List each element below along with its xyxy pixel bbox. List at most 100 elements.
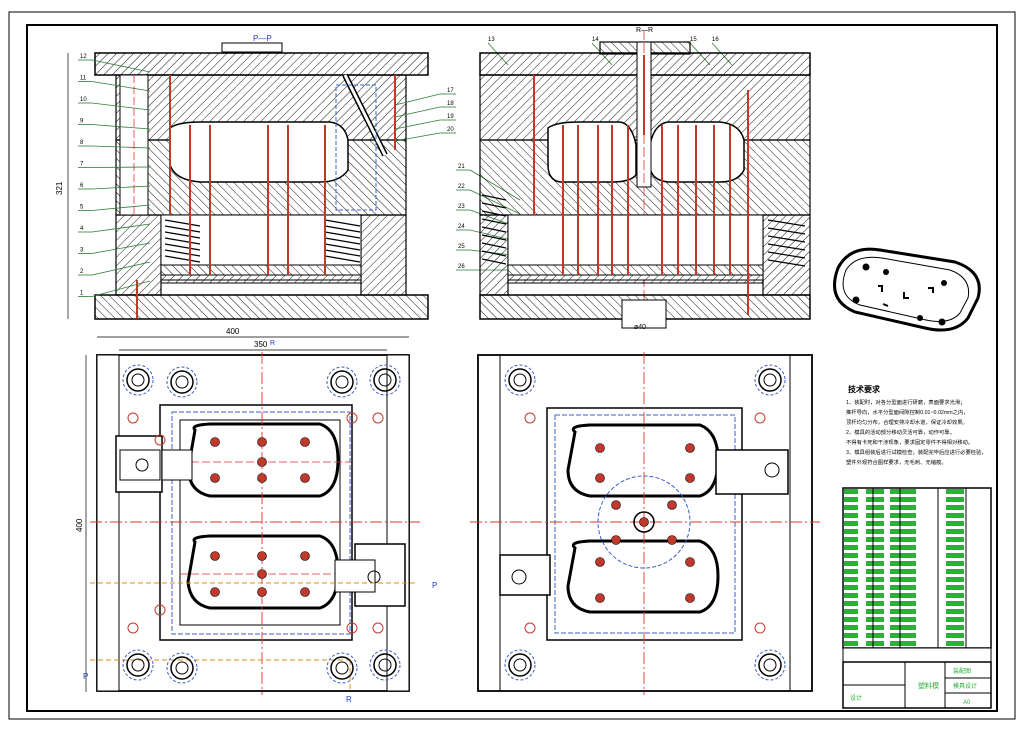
note-line: 1、装配时，对各分型面进行研磨，表面要求光滑； <box>846 398 965 406</box>
sheet-outer-border <box>8 11 1016 720</box>
screw-hole <box>154 604 166 616</box>
guide-pin-hole <box>754 649 786 681</box>
screw-hole <box>754 622 766 634</box>
ejector-pin-mark <box>210 551 220 561</box>
screw-hole <box>154 434 166 446</box>
width-dimension: 400 <box>226 327 240 336</box>
balloon-number: 12 <box>80 54 87 60</box>
balloon-number: 2 <box>80 269 84 275</box>
guide-pin-hole <box>122 649 154 681</box>
title-drawing: 装配图 <box>953 667 971 675</box>
balloon-leader <box>91 59 151 73</box>
balloon-number: 21 <box>458 164 465 170</box>
balloon-number: 26 <box>458 264 465 270</box>
guide-pin-hole <box>131 373 145 387</box>
guide-pin-hole <box>369 649 401 681</box>
ejector-pin-mark <box>300 473 310 483</box>
ejector-pin-mark <box>257 587 267 597</box>
section-rr-label: R—R <box>636 27 653 34</box>
ejector-pin-mark <box>257 551 267 561</box>
balloon-leader <box>394 106 441 118</box>
balloon-leader <box>91 81 151 92</box>
section-view-rr: R—R ø40 <box>479 27 811 331</box>
guide-pin-hole <box>175 661 189 675</box>
guide-pin-hole <box>126 368 150 392</box>
part-isometric <box>833 247 981 332</box>
screw-hole <box>346 622 358 634</box>
guide-pin-hole <box>763 373 777 387</box>
balloon-number: 20 <box>447 127 454 133</box>
guide-pin-hole <box>508 653 532 677</box>
balloon-leader <box>91 124 151 130</box>
screw-hole <box>372 622 384 634</box>
guide-pin-hole <box>763 658 777 672</box>
title-sheet: A0 <box>963 700 971 706</box>
screw-hole <box>346 412 358 424</box>
screw-hole <box>754 412 766 424</box>
marker-r-top: R <box>270 340 275 347</box>
guide-pin-hole <box>504 364 536 396</box>
plan-view-fixed-half <box>470 352 820 695</box>
plan-view-moving-half: 400 350 R 400 P <box>75 327 437 704</box>
balloon-leader <box>394 119 441 130</box>
note-line: 2、模具的活动部分移动灵活可靠，动作可靠。 <box>846 428 955 436</box>
guide-pin-hole <box>330 656 354 680</box>
balloon-number: 22 <box>458 184 465 190</box>
balloon-number: 8 <box>80 140 84 146</box>
screw-hole <box>524 412 536 424</box>
balloon-leader <box>91 102 151 111</box>
balloon-number: 17 <box>447 88 454 94</box>
guide-pin-hole <box>513 373 527 387</box>
guide-pin-hole <box>131 658 145 672</box>
balloon-number: 5 <box>80 205 84 211</box>
balloon-number: 10 <box>80 97 87 103</box>
guide-pin-hole <box>126 653 150 677</box>
balloon-leader <box>91 261 151 276</box>
technical-notes: 技术要求 1、装配时，对各分型面进行研磨，表面要求光滑；推杆导向，水平分型面间隙… <box>846 384 987 466</box>
ejector-pin-mark <box>639 517 649 527</box>
ejector-pin-mark <box>595 593 605 603</box>
ejector-pin-mark <box>210 437 220 447</box>
guide-pin-hole <box>758 653 782 677</box>
guide-pin-hole <box>335 375 349 389</box>
ejector-pin-mark <box>685 473 695 483</box>
balloon-leader <box>91 166 151 168</box>
guide-pin-hole <box>166 652 198 684</box>
ejector-pin-mark <box>300 587 310 597</box>
balloon-number: 16 <box>712 37 719 43</box>
guide-pin-hole <box>373 653 397 677</box>
balloon-number: 25 <box>458 244 465 250</box>
balloon-leader <box>91 185 151 190</box>
mounting-holes <box>122 364 786 684</box>
balloon-number: 6 <box>80 183 84 189</box>
ejector-pin-mark <box>685 443 695 453</box>
guide-pin-hole <box>326 652 358 684</box>
plan-height-dimension: 400 <box>75 518 84 532</box>
height-dimension: 321 <box>55 181 64 195</box>
ejector-pin-mark <box>667 500 677 510</box>
guide-pin-hole <box>175 375 189 389</box>
guide-pin-hole <box>170 656 194 680</box>
balloon-number: 19 <box>447 114 454 120</box>
screw-hole <box>524 622 536 634</box>
guide-pin-hole <box>166 366 198 398</box>
ejector-pin-mark <box>685 593 695 603</box>
marker-r-bottom: R <box>346 695 352 704</box>
guide-pin-hole <box>513 658 527 672</box>
balloon-leader <box>91 280 151 297</box>
ejector-pin-mark <box>257 473 267 483</box>
parts-list-table <box>842 487 992 663</box>
guide-pin-hole <box>378 373 392 387</box>
ejector-pin-mark <box>595 557 605 567</box>
ejector-pin-mark <box>611 500 621 510</box>
ejector-pin-mark <box>300 437 310 447</box>
ejector-pin-mark <box>210 587 220 597</box>
ejector-pin-mark <box>300 551 310 561</box>
balloon-number: 14 <box>592 37 599 43</box>
guide-pin-hole <box>122 364 154 396</box>
balloon-leader <box>394 132 441 142</box>
ejector-pin-mark <box>667 535 677 545</box>
